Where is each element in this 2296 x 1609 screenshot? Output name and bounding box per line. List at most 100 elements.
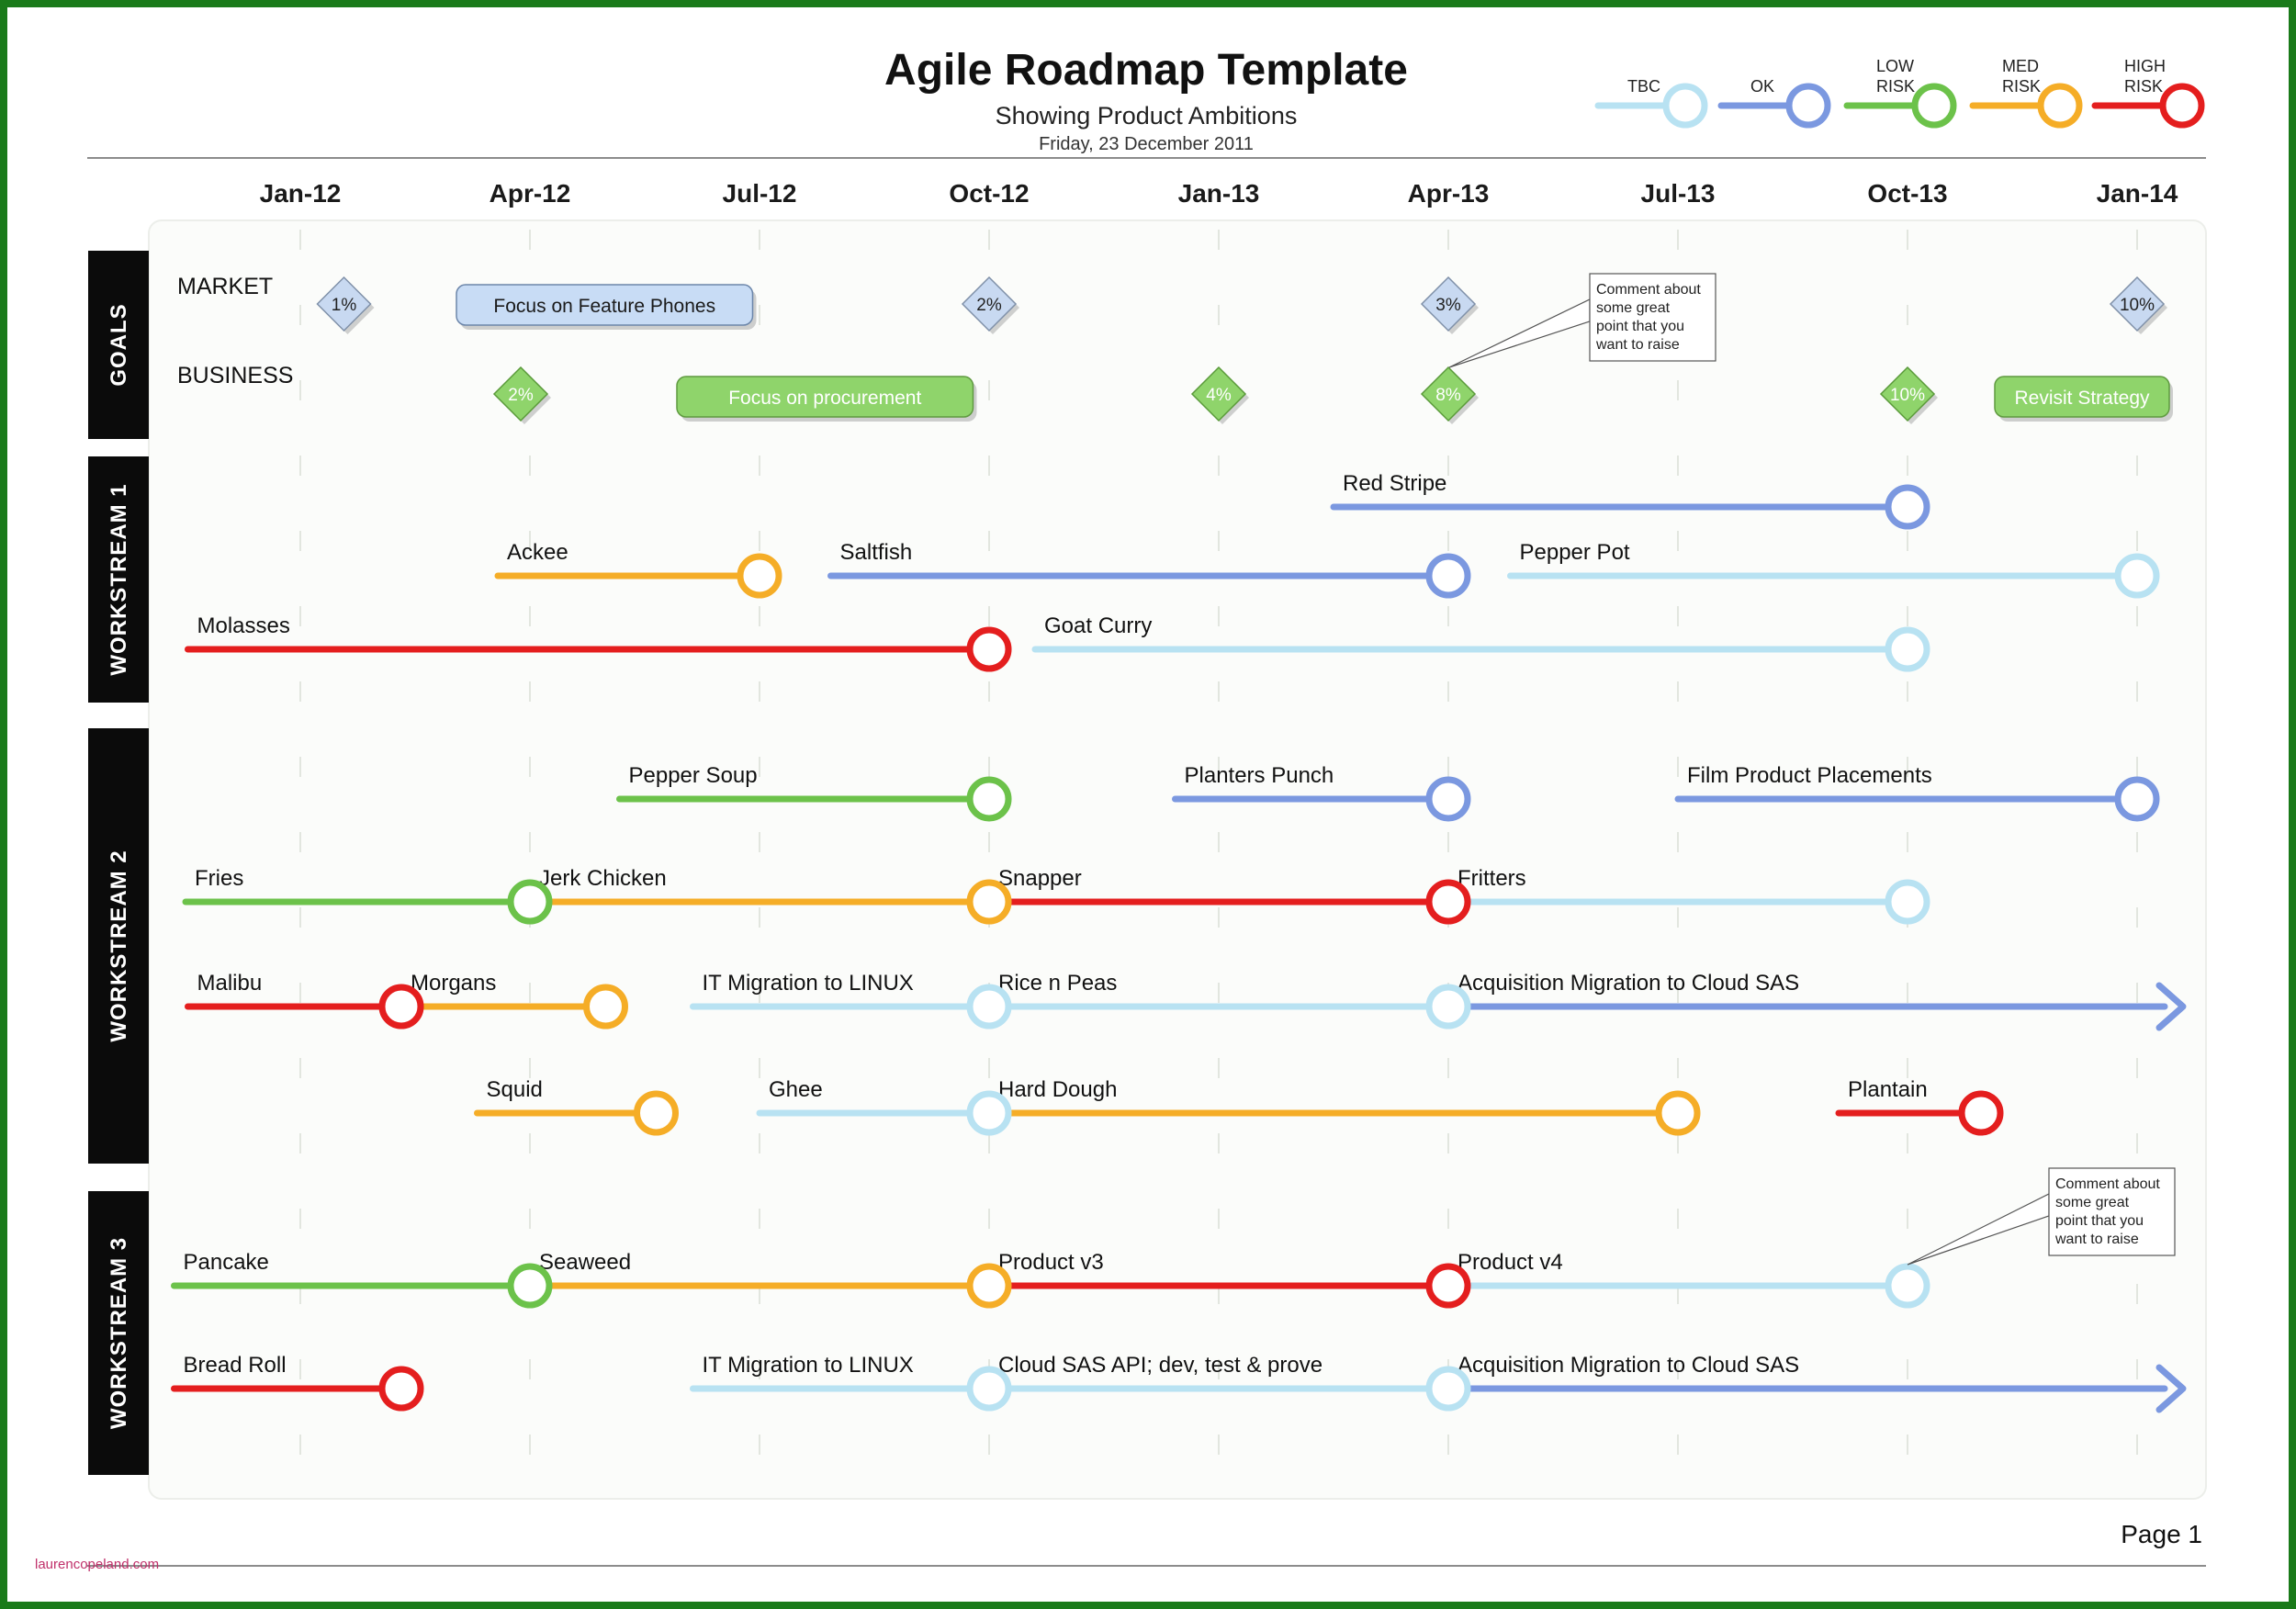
business-bar-revisit-strategy-label: Revisit Strategy bbox=[2014, 388, 2150, 409]
business-milestone-10 bbox=[1879, 366, 1936, 422]
task-pepper-soup-label: Pepper Soup bbox=[629, 763, 758, 788]
legend-marker-ok bbox=[1785, 83, 1831, 129]
task-squid-milestone bbox=[634, 1090, 679, 1136]
task-squid-label: Squid bbox=[487, 1077, 543, 1102]
comment-text: some great bbox=[2055, 1195, 2130, 1210]
task-plantain-label: Plantain bbox=[1848, 1077, 1928, 1102]
task-it-migration-to-linux-milestone bbox=[966, 1366, 1012, 1412]
task-jerk-chicken-label: Jerk Chicken bbox=[539, 866, 667, 891]
business-milestone-8 bbox=[1420, 366, 1477, 422]
lane-labels: GOALS WORKSTREAM 1 WORKSTREAM 2 WORKSTREAM … bbox=[88, 251, 149, 1475]
legend-marker-low-risk bbox=[1911, 83, 1957, 129]
task-plantain-milestone bbox=[1958, 1090, 2004, 1136]
lane-bar-workstream-1 bbox=[88, 456, 149, 703]
task-acquisition-migration-to-cloud-sas-label: Acquisition Migration to Cloud SAS bbox=[1458, 1353, 1799, 1378]
task-cloud-sas-api-dev-test-prove-milestone bbox=[1425, 1366, 1471, 1412]
task-product-v4-label: Product v4 bbox=[1458, 1250, 1563, 1275]
timeline-frame bbox=[148, 219, 2207, 1500]
market-milestone-10 bbox=[2109, 276, 2166, 332]
legend-marker-tbc bbox=[1662, 83, 1708, 129]
task-acquisition-migration-to-cloud-sas-arrow bbox=[2155, 1364, 2187, 1413]
task-bread-roll-label: Bread Roll bbox=[184, 1353, 287, 1378]
task-pancake-milestone bbox=[507, 1263, 553, 1309]
task-malibu-label: Malibu bbox=[197, 971, 263, 996]
legend-label-med-risk: RISK bbox=[2002, 77, 2041, 96]
task-acquisition-migration-to-cloud-sas-label: Acquisition Migration to Cloud SAS bbox=[1458, 971, 1799, 996]
legend-label-ok: OK bbox=[1750, 77, 1774, 96]
month-label-apr-12: Apr-12 bbox=[490, 179, 571, 208]
task-molasses-label: Molasses bbox=[197, 613, 290, 638]
page-subtitle: Showing Product Ambitions bbox=[996, 102, 1298, 129]
legend-label-low-risk: RISK bbox=[1876, 77, 1915, 96]
timeline-panel bbox=[148, 219, 2207, 1500]
task-ackee-milestone bbox=[737, 553, 782, 599]
business-bar-revisit-strategy bbox=[1994, 376, 2170, 418]
legend-label-med-risk: MED bbox=[2002, 57, 2039, 75]
task-fritters-milestone bbox=[1885, 879, 1930, 925]
task-saltfish-label: Saltfish bbox=[840, 540, 913, 565]
market-milestone-1 bbox=[316, 276, 372, 332]
month-label-apr-13: Apr-13 bbox=[1408, 179, 1490, 208]
lane-bar-workstream-2 bbox=[88, 728, 149, 1164]
month-label-jan-14: Jan-14 bbox=[2097, 179, 2178, 208]
task-fries-milestone bbox=[507, 879, 553, 925]
lane-label-goals: GOALS bbox=[107, 303, 131, 386]
month-label-jul-13: Jul-13 bbox=[1641, 179, 1716, 208]
lane-label-workstream-3: WORKSTREAM 3 bbox=[107, 1237, 131, 1429]
task-acquisition-migration-to-cloud-sas-arrow bbox=[2155, 982, 2187, 1031]
month-axis: Jan-12 Apr-12 Jul-12 Oct-12 Jan-13 Apr-13 Jul-… bbox=[260, 179, 2178, 208]
lane-label-workstream-2: WORKSTREAM 2 bbox=[107, 850, 131, 1041]
task-pancake-label: Pancake bbox=[184, 1250, 269, 1275]
task-cloud-sas-api-dev-test-prove-label: Cloud SAS API; dev, test & prove bbox=[998, 1353, 1322, 1378]
goal-row-label-business: BUSINESS bbox=[177, 363, 293, 388]
task-pepper-pot-label: Pepper Pot bbox=[1520, 540, 1630, 565]
task-goat-curry-label: Goat Curry bbox=[1044, 613, 1152, 638]
business-milestone-2 bbox=[492, 366, 549, 422]
legend-label-tbc: TBC bbox=[1627, 77, 1660, 96]
market-milestone-1-label: 1% bbox=[332, 296, 357, 315]
task-jerk-chicken-milestone bbox=[966, 879, 1012, 925]
task-hard-dough-milestone bbox=[1655, 1090, 1701, 1136]
task-it-migration-to-linux-milestone bbox=[966, 984, 1012, 1030]
business-milestone-4-label: 4% bbox=[1206, 386, 1232, 405]
task-saltfish-milestone bbox=[1425, 553, 1471, 599]
task-red-stripe-milestone bbox=[1885, 484, 1930, 530]
legend-label-high-risk: HIGH bbox=[2124, 57, 2166, 75]
task-morgans-milestone bbox=[583, 984, 628, 1030]
task-planters-punch-label: Planters Punch bbox=[1185, 763, 1334, 788]
legend-marker-high-risk bbox=[2159, 83, 2205, 129]
market-bar-focus-on-feature-phones-label: Focus on Feature Phones bbox=[493, 296, 715, 317]
business-bar-focus-on-procurement bbox=[676, 376, 974, 418]
month-label-jan-13: Jan-13 bbox=[1178, 179, 1260, 208]
legend-label-high-risk: RISK bbox=[2124, 77, 2163, 96]
task-fritters-label: Fritters bbox=[1458, 866, 1526, 891]
task-film-product-placements-label: Film Product Placements bbox=[1687, 763, 1932, 788]
comment-box bbox=[1589, 273, 1716, 362]
month-label-jul-12: Jul-12 bbox=[723, 179, 797, 208]
market-milestone-3 bbox=[1420, 276, 1477, 332]
task-ghee-label: Ghee bbox=[769, 1077, 823, 1102]
comment-box bbox=[2048, 1167, 2176, 1256]
task-morgans-label: Morgans bbox=[411, 971, 496, 996]
task-snapper-milestone bbox=[1425, 879, 1471, 925]
task-rice-n-peas-milestone bbox=[1425, 984, 1471, 1030]
task-product-v4-milestone bbox=[1885, 1263, 1930, 1309]
task-rice-n-peas-label: Rice n Peas bbox=[998, 971, 1117, 996]
task-product-v3-label: Product v3 bbox=[998, 1250, 1104, 1275]
task-pepper-soup-milestone bbox=[966, 776, 1012, 822]
task-goat-curry-milestone bbox=[1885, 626, 1930, 672]
task-seaweed-label: Seaweed bbox=[539, 1250, 631, 1275]
market-bar-focus-on-feature-phones bbox=[456, 284, 754, 326]
business-bar-focus-on-procurement-label: Focus on procurement bbox=[728, 388, 921, 409]
comment-text: Comment about bbox=[1596, 282, 1701, 298]
month-label-oct-12: Oct-12 bbox=[949, 179, 1029, 208]
lane-label-workstream-1: WORKSTREAM 1 bbox=[107, 483, 131, 675]
month-label-jan-12: Jan-12 bbox=[260, 179, 342, 208]
legend-label-low-risk: LOW bbox=[1876, 57, 1914, 75]
task-seaweed-milestone bbox=[966, 1263, 1012, 1309]
task-hard-dough-label: Hard Dough bbox=[998, 1077, 1117, 1102]
goal-row-label-market: MARKET bbox=[177, 274, 273, 299]
market-milestone-10-label: 10% bbox=[2120, 296, 2155, 315]
task-pepper-pot-milestone bbox=[2114, 553, 2160, 599]
